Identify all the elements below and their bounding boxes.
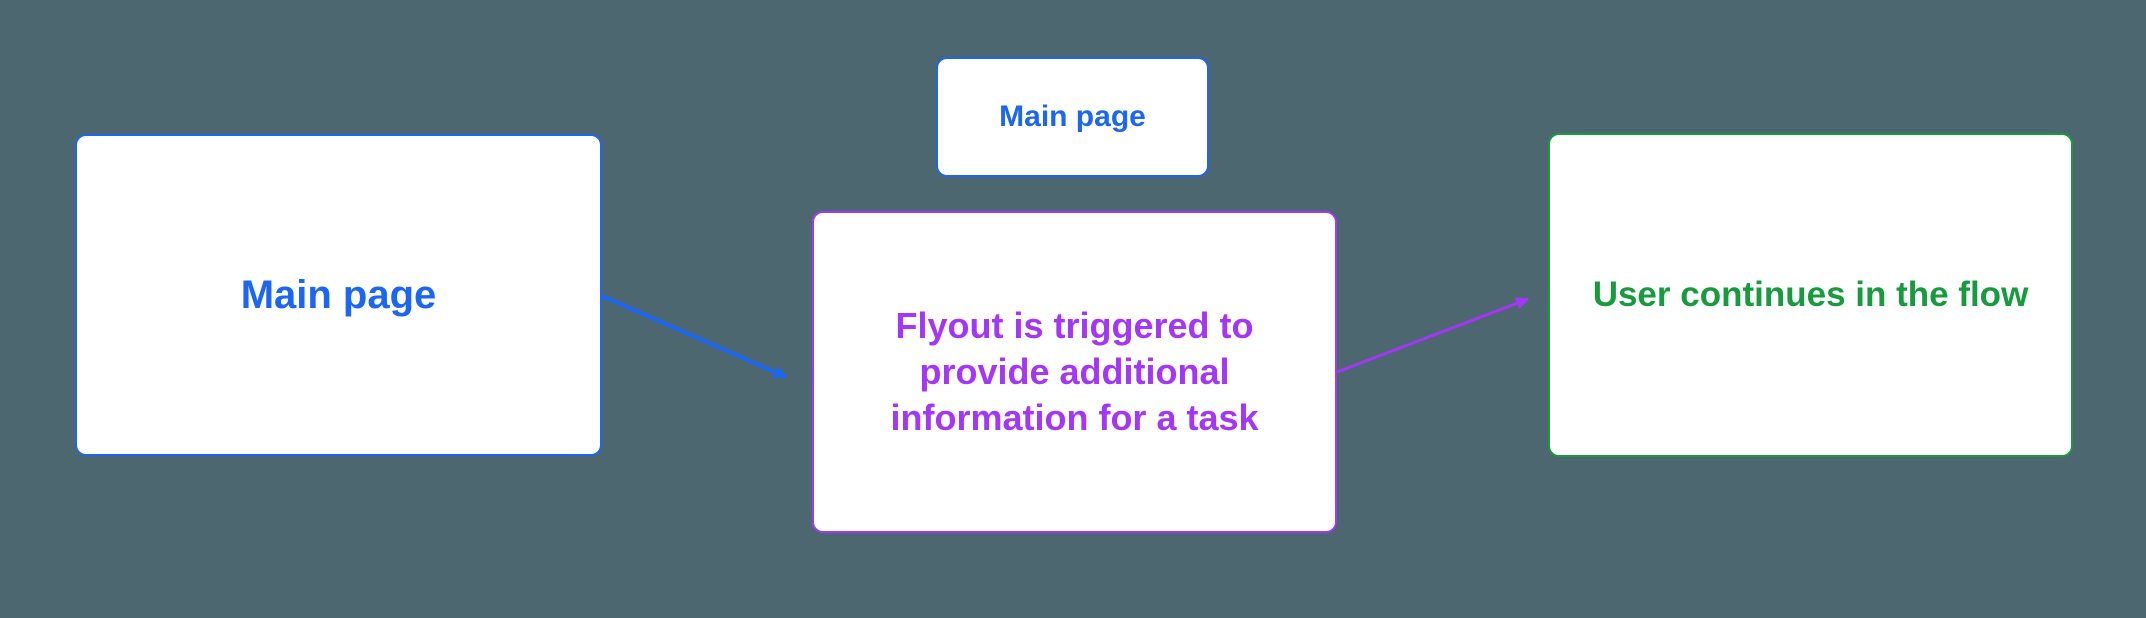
node-user-continues: User continues in the flow <box>1548 133 2073 457</box>
node-main-page-large-label: Main page <box>240 272 437 317</box>
arrow-main-to-flyout <box>601 294 787 379</box>
arrow-flyout-to-continue <box>1336 297 1530 374</box>
node-main-page-large: Main page <box>75 134 602 456</box>
node-flyout-triggered: Flyout is triggered to provide additiona… <box>812 211 1337 533</box>
node-user-continues-label: User continues in the flow <box>1592 275 2029 314</box>
node-main-page-small-label: Main page <box>999 100 1146 133</box>
node-flyout-triggered-label: Flyout is triggered to provide additiona… <box>890 305 1259 438</box>
node-main-page-small: Main page <box>936 57 1209 177</box>
